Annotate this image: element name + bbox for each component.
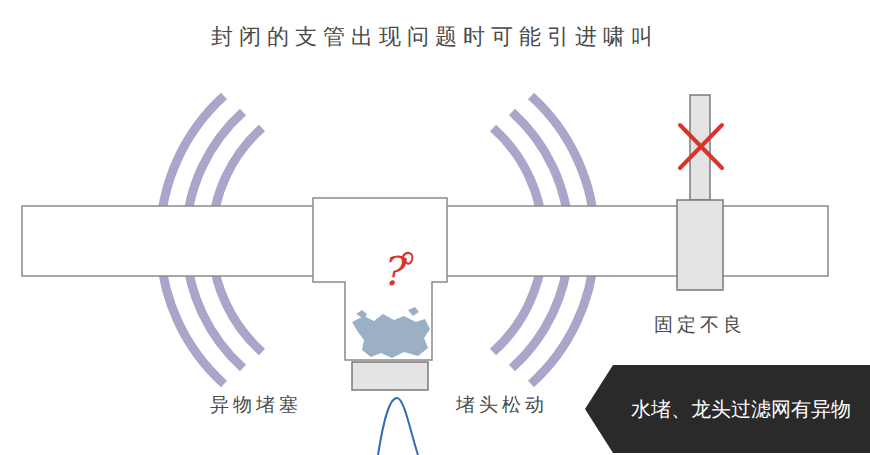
water-leak-line bbox=[378, 398, 418, 455]
callout-box: 水堵、龙头过滤网有异物 bbox=[585, 365, 870, 453]
plug-cap bbox=[352, 362, 428, 390]
part-label: 堵头松动 bbox=[456, 392, 548, 418]
callout-fill bbox=[585, 365, 870, 453]
part-label: 异物堵塞 bbox=[210, 392, 302, 418]
tee-fitting bbox=[313, 198, 447, 360]
callout-text: 水堵、龙头过滤网有异物 bbox=[627, 396, 854, 423]
debris bbox=[352, 307, 430, 358]
question-mark: ? bbox=[385, 248, 406, 294]
cross-mark bbox=[680, 125, 722, 168]
callout-text-wrap: 水堵、龙头过滤网有异物 bbox=[585, 386, 870, 433]
part-label: 固定不良 bbox=[654, 312, 746, 338]
pipe-clamp bbox=[677, 200, 723, 290]
diagram-title: 封闭的支管出现问题时可能引进啸叫 bbox=[211, 22, 659, 52]
